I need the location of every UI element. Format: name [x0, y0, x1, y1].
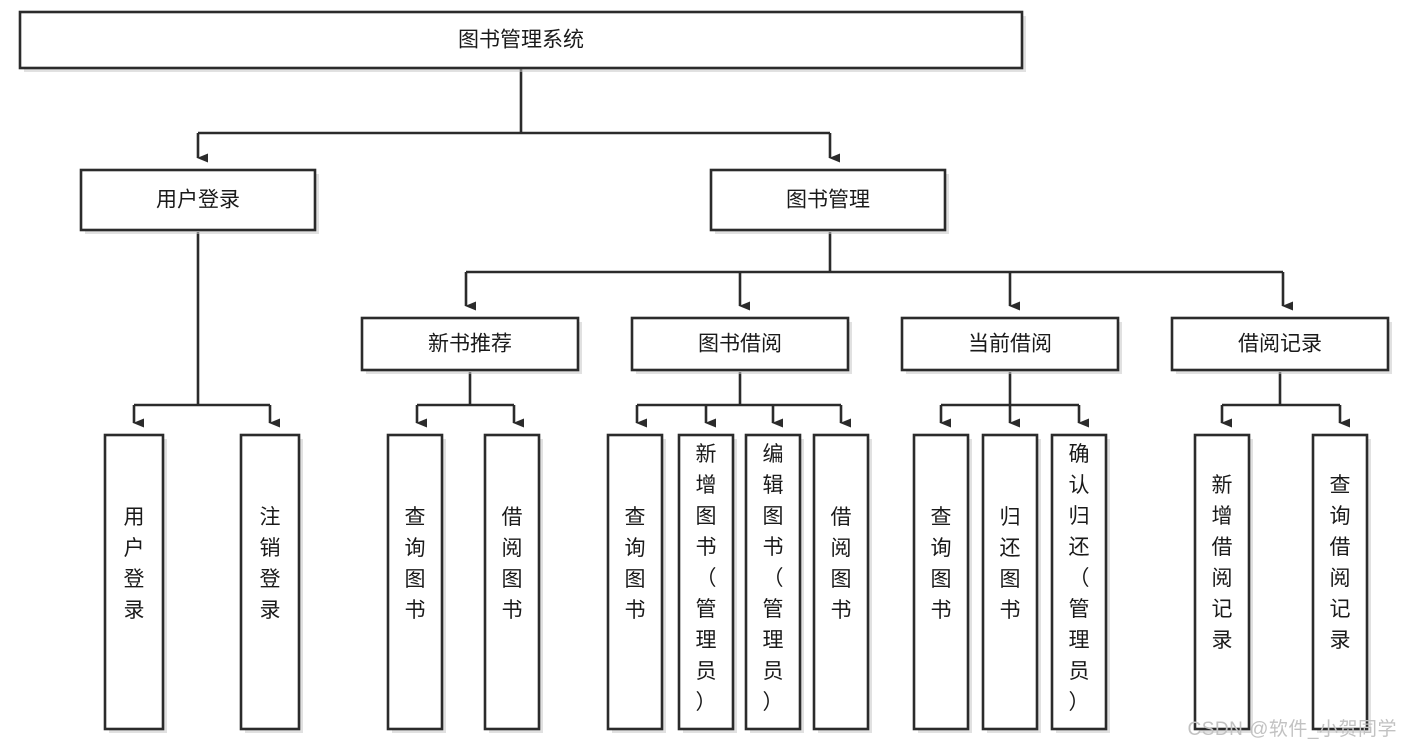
node-borrow-record-label: 借阅记录 — [1238, 333, 1322, 356]
connector-group-root — [196, 68, 840, 163]
leaf-user-login-2-label: 注销登录 — [260, 506, 281, 622]
leaf-current-borrow-2-label: 归还图书 — [1000, 506, 1021, 622]
leaf-book-borrow-3-label: 编辑图书（管理员） — [763, 443, 784, 714]
leaf-book-borrow-4-box — [812, 433, 870, 731]
leaf-borrow-record-2-label: 查询借阅记录 — [1330, 474, 1351, 652]
leaf-user-login-2[interactable]: 注销登录 — [239, 433, 303, 733]
leaf-book-borrow-4[interactable]: 借阅图书 — [812, 433, 872, 733]
leaf-new-book-2-label: 借阅图书 — [502, 506, 523, 622]
leaf-borrow-record-1-label: 新增借阅记录 — [1212, 474, 1233, 652]
node-root-label: 图书管理系统 — [458, 29, 584, 52]
node-current-borrow-label: 当前借阅 — [968, 333, 1052, 356]
leaf-borrow-record-1[interactable]: 新增借阅记录 — [1193, 433, 1253, 733]
leaf-borrow-record-2-box — [1311, 433, 1369, 731]
leaf-book-borrow-1[interactable]: 查询图书 — [606, 433, 666, 733]
node-book-borrow-label: 图书借阅 — [698, 333, 782, 356]
leaf-borrow-record-2[interactable]: 查询借阅记录 — [1311, 433, 1371, 733]
leaf-current-borrow-2[interactable]: 归还图书 — [981, 433, 1041, 733]
leaf-user-login-1[interactable]: 用户登录 — [103, 433, 167, 733]
csdn-watermark: CSDN @软件_小贺同学 — [1187, 719, 1397, 740]
leaf-current-borrow-3[interactable]: 确认归还（管理员） — [1050, 433, 1110, 733]
leaf-current-borrow-1-box — [912, 433, 970, 731]
leaf-current-borrow-2-box — [981, 433, 1039, 731]
node-new-book-recommend[interactable]: 新书推荐 — [360, 316, 582, 374]
leaf-book-borrow-4-label: 借阅图书 — [831, 506, 852, 622]
leaf-borrow-record-1-box — [1193, 433, 1251, 731]
node-user-login-label: 用户登录 — [156, 189, 240, 212]
leaf-current-borrow-1[interactable]: 查询图书 — [912, 433, 972, 733]
connector-group-borrow-record — [1220, 372, 1350, 428]
connector-group-current-borrow — [939, 372, 1089, 428]
leaf-current-borrow-3-label: 确认归还（管理员） — [1069, 443, 1090, 714]
leaf-user-login-1-box — [103, 433, 165, 731]
node-current-borrow[interactable]: 当前借阅 — [900, 316, 1122, 374]
leaf-book-borrow-1-box — [606, 433, 664, 731]
node-user-login-box — [79, 168, 317, 232]
node-root-box — [18, 10, 1024, 70]
leaf-book-borrow-2-label: 新增图书（管理员） — [696, 443, 717, 714]
node-book-borrow-box — [630, 316, 850, 372]
leaf-new-book-1-box — [386, 433, 444, 731]
node-book-borrow[interactable]: 图书借阅 — [630, 316, 852, 374]
node-book-manage[interactable]: 图书管理 — [709, 168, 949, 234]
leaf-book-borrow-1-label: 查询图书 — [625, 506, 646, 622]
node-new-book-recommend-box — [360, 316, 580, 372]
node-borrow-record[interactable]: 借阅记录 — [1170, 316, 1392, 374]
leaf-new-book-1-label: 查询图书 — [405, 506, 426, 622]
leaf-new-book-2[interactable]: 借阅图书 — [483, 433, 543, 733]
node-new-book-recommend-label: 新书推荐 — [428, 333, 512, 356]
leaf-user-login-1-label: 用户登录 — [124, 506, 145, 622]
connector-group-user-login — [132, 232, 280, 428]
node-root[interactable]: 图书管理系统 — [18, 10, 1026, 72]
node-user-login[interactable]: 用户登录 — [79, 168, 319, 234]
connector-group-book-manage — [464, 232, 1293, 311]
leaf-new-book-1[interactable]: 查询图书 — [386, 433, 446, 733]
node-book-manage-box — [709, 168, 947, 232]
leaf-new-book-2-box — [483, 433, 541, 731]
leaf-book-borrow-2[interactable]: 新增图书（管理员） — [677, 433, 737, 733]
leaf-current-borrow-1-label: 查询图书 — [931, 506, 952, 622]
leaf-current-borrow-3-box — [1050, 433, 1108, 731]
node-book-manage-label: 图书管理 — [786, 189, 870, 212]
node-borrow-record-box — [1170, 316, 1390, 372]
node-current-borrow-box — [900, 316, 1120, 372]
leaf-book-borrow-3[interactable]: 编辑图书（管理员） — [744, 433, 804, 733]
connector-group-new-book — [415, 372, 524, 428]
leaf-book-borrow-3-box — [744, 433, 802, 731]
connector-group-book-borrow — [635, 372, 851, 428]
leaf-book-borrow-2-box — [677, 433, 735, 731]
leaf-user-login-2-box — [239, 433, 301, 731]
